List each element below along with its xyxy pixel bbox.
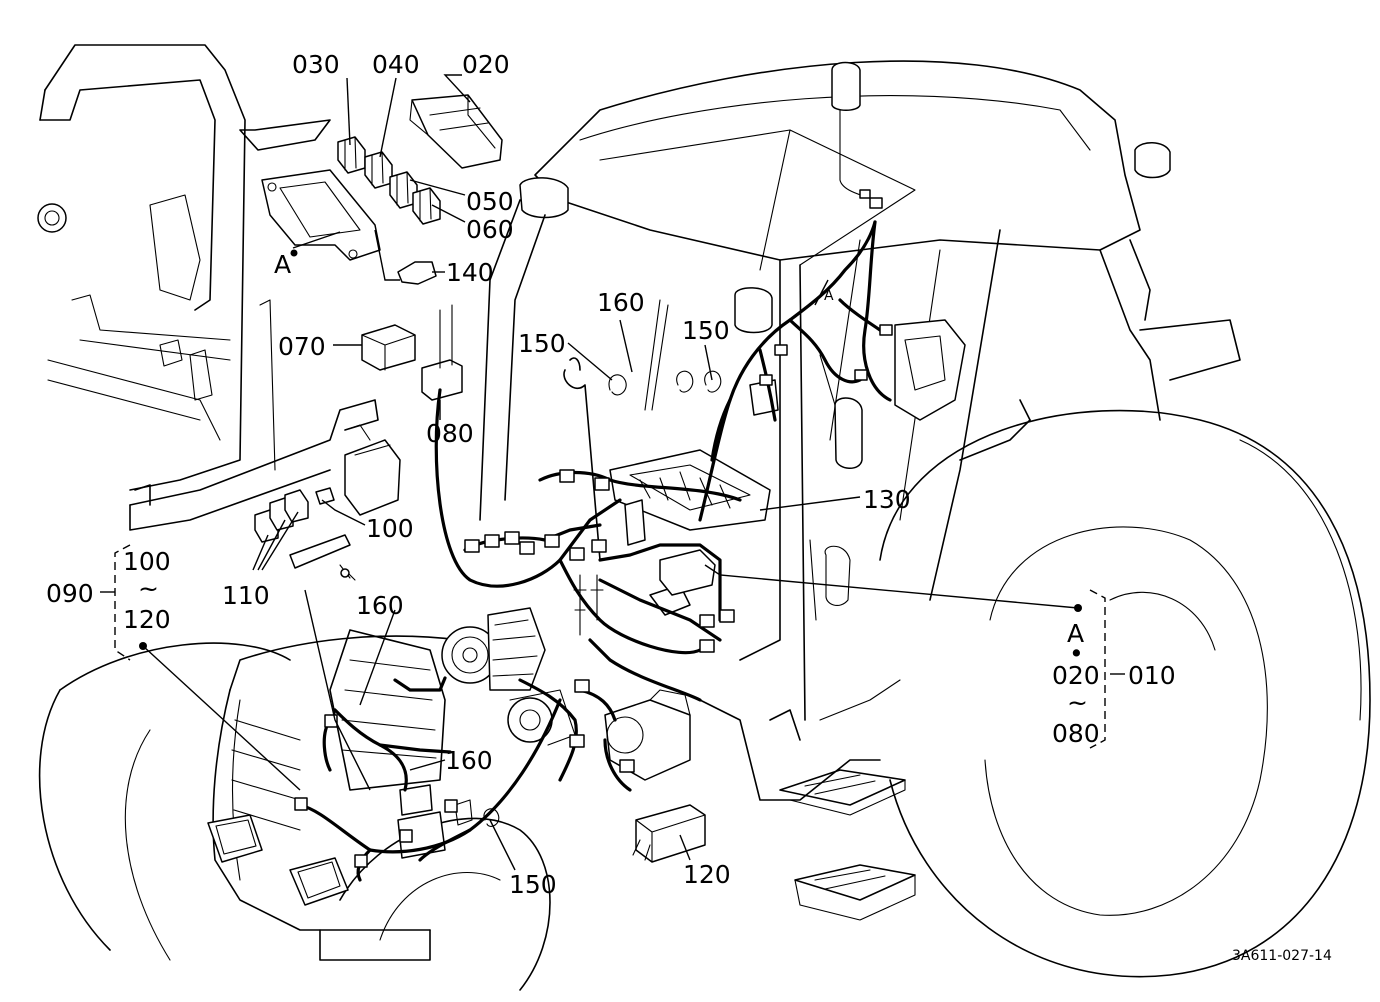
detail-a-left-dot xyxy=(290,249,298,257)
rear-left-tire xyxy=(38,642,291,961)
group-left-to: 120 xyxy=(123,605,171,634)
detail-ref-a-cab: A xyxy=(824,288,834,304)
detail-a-anchor-dot xyxy=(1074,604,1082,612)
hood-and-grille xyxy=(207,629,461,961)
wire-harness xyxy=(298,220,892,882)
leader-lines xyxy=(100,74,1125,871)
callout-080: 080 xyxy=(426,419,474,448)
group-right-bullet: • xyxy=(1069,639,1084,668)
callout-060: 060 xyxy=(466,215,514,244)
cab-steps xyxy=(779,769,916,921)
detail-a-connectors xyxy=(261,94,503,261)
callout-040: 040 xyxy=(372,50,420,79)
group-090-anchor-dot xyxy=(139,642,147,650)
group-left-from: 100 xyxy=(123,547,171,576)
callout-160-mid: 160 xyxy=(356,591,404,620)
callout-110: 110 xyxy=(222,581,270,610)
detail-ref-a-left: A xyxy=(274,250,291,279)
group-right-ref: A xyxy=(1067,619,1084,648)
front-wheel xyxy=(339,817,551,991)
callout-050: 050 xyxy=(466,187,514,216)
callout-150-bottom: 150 xyxy=(509,870,557,899)
callout-140: 140 xyxy=(446,258,494,287)
callout-090: 090 xyxy=(46,579,94,608)
callout-030: 030 xyxy=(292,50,340,79)
left-panel-detail xyxy=(37,44,331,491)
callout-150-right: 150 xyxy=(682,316,730,345)
cab-structure xyxy=(479,60,1241,801)
callout-130: 130 xyxy=(863,485,911,514)
group-090-bracket xyxy=(114,544,131,661)
group-right-tilde: ~ xyxy=(1067,688,1088,717)
drawing-number: 3A611-027-14 xyxy=(1232,948,1332,964)
callout-070: 070 xyxy=(278,332,326,361)
group-right-to: 080 xyxy=(1052,719,1100,748)
lower-components xyxy=(397,784,706,863)
callout-150-left: 150 xyxy=(518,329,566,358)
callout-labels: 030 040 020 050 060 140 070 080 100 110 … xyxy=(46,50,1332,964)
callout-160-top: 160 xyxy=(597,288,645,317)
callout-020: 020 xyxy=(462,50,510,79)
group-right-from: 020 xyxy=(1052,661,1100,690)
group-left-tilde: ~ xyxy=(138,574,159,603)
harness-connectors xyxy=(254,189,893,868)
callout-100: 100 xyxy=(366,514,414,543)
callout-120: 120 xyxy=(683,860,731,889)
callout-010: 010 xyxy=(1128,661,1176,690)
rear-right-tire xyxy=(879,409,1371,978)
callout-160-low: 160 xyxy=(445,746,493,775)
